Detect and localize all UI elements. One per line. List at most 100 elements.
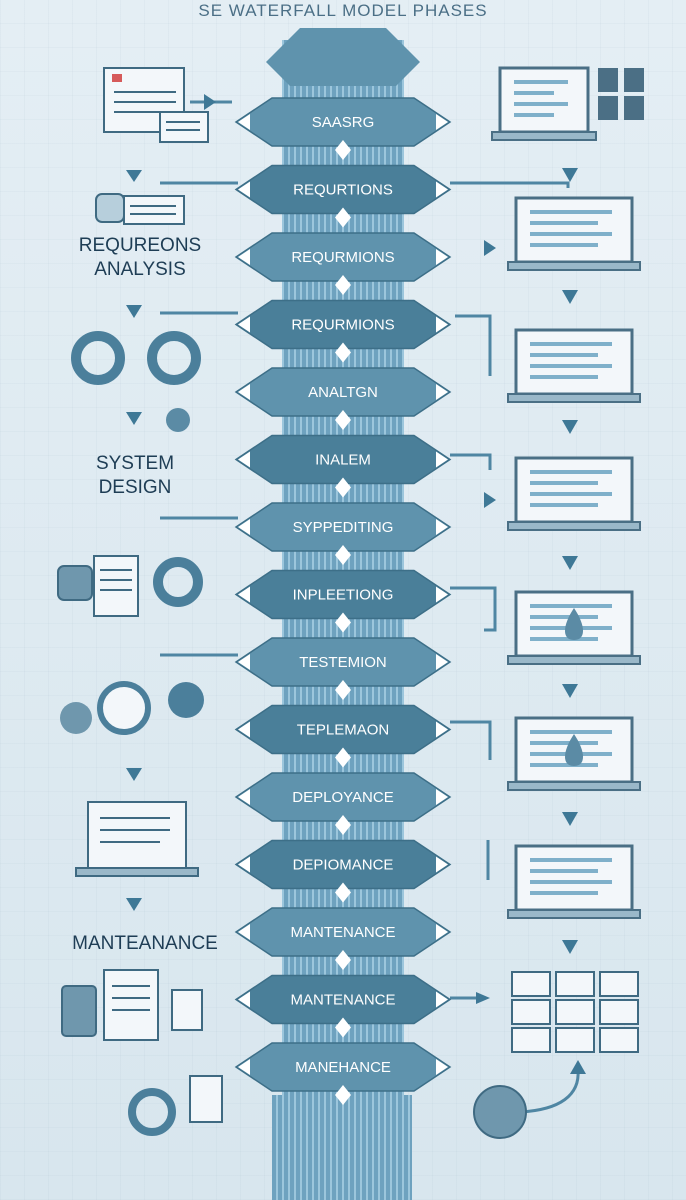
- document-icon: [624, 68, 644, 92]
- notch-icon: [436, 519, 448, 535]
- notch-icon: [436, 991, 448, 1008]
- stage-label: MANTENANCE: [290, 992, 395, 1009]
- flow-arrow-icon: [335, 612, 351, 633]
- stage-label: INALEM: [315, 452, 371, 469]
- notch-icon: [436, 249, 448, 265]
- flow-arrow-icon: [335, 140, 351, 160]
- stage-label: REQURMIONS: [291, 317, 394, 334]
- notch-icon: [436, 316, 448, 333]
- notch-icon: [238, 654, 250, 670]
- notch-icon: [238, 856, 250, 873]
- stage-banner: TEPLEMAON: [234, 704, 452, 768]
- stage-label: INPLEETIONG: [293, 587, 394, 604]
- side-label-line: ANALYSIS: [94, 259, 186, 280]
- notch-icon: [238, 249, 250, 265]
- flow-arrow-icon: [335, 882, 351, 903]
- flow-arrow-icon: [335, 747, 351, 768]
- flow-arrow-icon: [335, 815, 351, 835]
- notch-icon: [436, 924, 448, 940]
- notch-icon: [436, 654, 448, 670]
- side-label-line: SYSTEM: [95, 453, 175, 474]
- stage-banner: TESTEMION: [234, 637, 452, 700]
- notch-icon: [238, 451, 250, 468]
- stage-banner: MANTENANCE: [234, 974, 452, 1038]
- left-icons: [57, 67, 223, 1136]
- document-icon: [95, 193, 185, 225]
- cylinder-icon: [473, 1085, 527, 1139]
- ring-icon: [128, 1088, 176, 1136]
- notch-icon: [238, 181, 250, 198]
- maintenance-label: MANTEANANCE: [60, 932, 230, 956]
- notch-icon: [238, 924, 250, 940]
- arrow-down-icon: [126, 305, 142, 318]
- gear-icon: [166, 408, 190, 432]
- notch-icon: [238, 586, 250, 603]
- stage-banner: DEPLOYANCE: [234, 772, 452, 835]
- arrow-down-icon: [126, 170, 142, 182]
- cylinder-icon: [61, 985, 97, 1037]
- arrow-up-icon: [570, 1060, 586, 1074]
- flow-arrow-icon: [335, 477, 351, 498]
- gear-icon: [168, 682, 204, 718]
- notch-icon: [436, 384, 448, 400]
- notch-icon: [436, 586, 448, 603]
- stage-banner: REQURTIONS: [234, 164, 452, 228]
- flow-arrow-icon: [335, 1085, 351, 1105]
- arrow-icon: [204, 94, 216, 110]
- flow-arrow-icon: [335, 410, 351, 430]
- notch-icon: [436, 114, 448, 130]
- arrow-down-icon: [126, 898, 142, 911]
- flow-arrow-icon: [335, 950, 351, 970]
- stage-banners: SAASRG REQURTIONS REQURMIONS REQURMIONS ANAL…: [234, 97, 452, 1105]
- flow-arrow-icon: [335, 275, 351, 295]
- stage-banner: REQURMIONS: [234, 232, 452, 295]
- side-label-line: DESIGN: [98, 477, 172, 498]
- stage-label: REQURTIONS: [293, 182, 393, 199]
- stage-label: TESTEMION: [299, 654, 387, 671]
- flow-arrow-icon: [335, 1017, 351, 1038]
- notch-icon: [238, 721, 250, 738]
- notch-icon: [238, 789, 250, 805]
- system-design-label: SYSTEM DESIGN: [70, 452, 200, 500]
- stage-label: MANTENANCE: [290, 924, 395, 941]
- side-label-line: MANTEANANCE: [72, 933, 218, 954]
- notch-icon: [436, 451, 448, 468]
- monitor-icon: [507, 456, 641, 531]
- notch-icon: [238, 114, 250, 130]
- stage-banner: SYPPEDITING: [234, 502, 452, 565]
- arrow-down-icon: [126, 412, 142, 425]
- stage-banner: REQURMIONS: [234, 299, 452, 363]
- stage-label: SYPPEDITING: [293, 519, 394, 536]
- ring-icon: [71, 331, 125, 385]
- stage-banner: DEPIOMANCE: [234, 839, 452, 903]
- document-icon: [103, 67, 209, 143]
- document-icon: [189, 1075, 223, 1123]
- stage-banner: INALEM: [234, 434, 452, 498]
- ring-icon: [153, 557, 203, 607]
- stage-label: DEPIOMANCE: [293, 857, 394, 874]
- notch-icon: [436, 789, 448, 805]
- gear-icon: [60, 702, 92, 734]
- monitor-icon: [507, 590, 641, 665]
- stage-banner: ANALTGN: [234, 367, 452, 430]
- stage-label: REQURMIONS: [291, 249, 394, 266]
- notch-icon: [436, 181, 448, 198]
- stage-label: SAASRG: [312, 114, 375, 131]
- notch-icon: [238, 316, 250, 333]
- gear-icon: [97, 681, 151, 735]
- monitor-icon: [507, 844, 641, 919]
- notch-icon: [238, 991, 250, 1008]
- monitor-icon: [75, 801, 199, 877]
- flow-arrow-icon: [335, 680, 351, 700]
- notch-icon: [436, 721, 448, 738]
- monitor-icon: [507, 328, 641, 403]
- notch-icon: [238, 1059, 250, 1075]
- top-cap: [266, 28, 420, 86]
- document-icon: [103, 969, 203, 1041]
- database-icon: [511, 971, 639, 1053]
- ring-icon: [147, 331, 201, 385]
- right-monitors: [491, 66, 644, 919]
- pillar-base: [272, 1095, 412, 1200]
